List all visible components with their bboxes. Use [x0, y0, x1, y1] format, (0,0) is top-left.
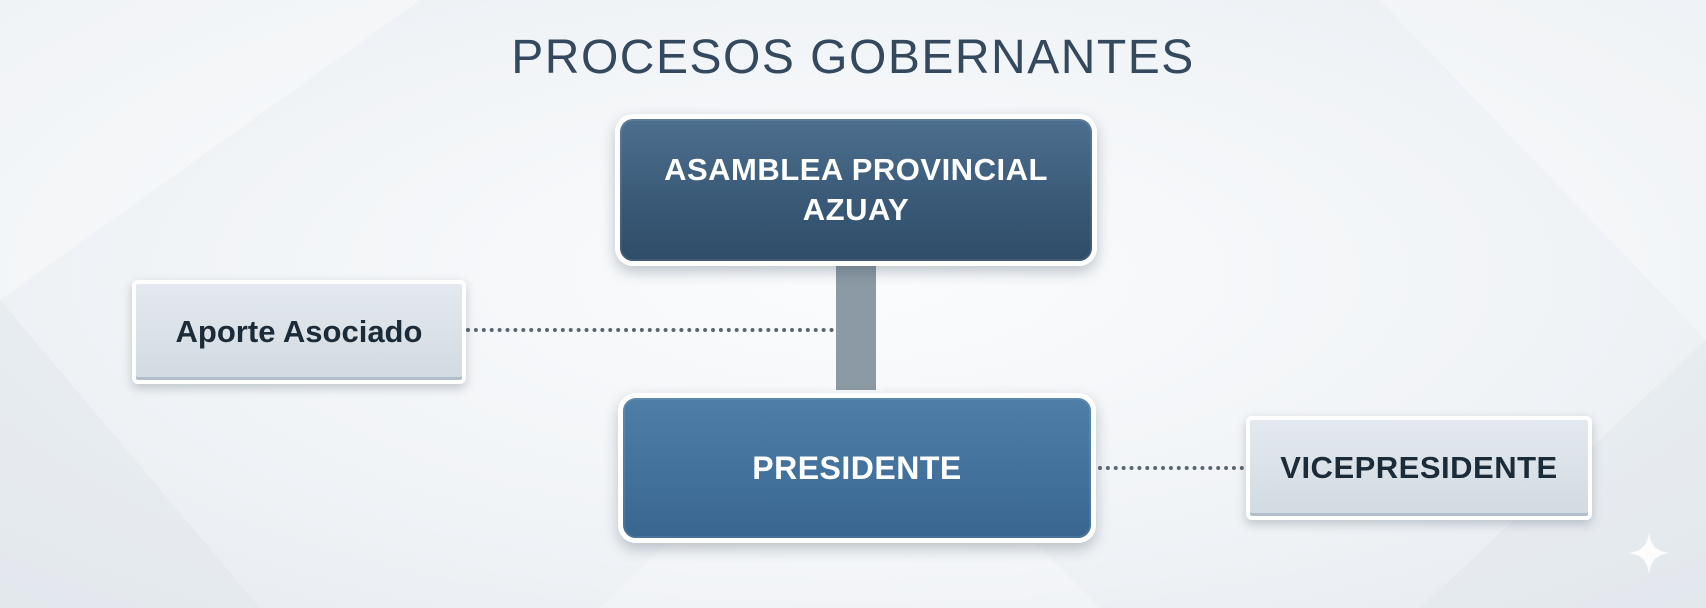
diagram-title: PROCESOS GOBERNANTES	[511, 31, 1195, 84]
node-vicepresidente: VICEPRESIDENTE	[1246, 416, 1592, 520]
node-presidente-label: PRESIDENTE	[752, 449, 962, 486]
dotted-link-aporte	[466, 328, 834, 332]
dotted-link-vicepresidente	[1098, 466, 1244, 470]
node-asamblea-label: ASAMBLEA PROVINCIAL AZUAY	[664, 152, 1048, 227]
node-vicepresidente-label: VICEPRESIDENTE	[1280, 450, 1558, 485]
connector-asamblea-presidente	[836, 262, 876, 390]
node-asamblea-provincial: ASAMBLEA PROVINCIAL AZUAY	[615, 114, 1097, 266]
node-aporte-label: Aporte Asociado	[175, 314, 423, 349]
node-presidente: PRESIDENTE	[618, 393, 1096, 543]
node-aporte-asociado: Aporte Asociado	[132, 280, 466, 384]
sparkle-icon	[1628, 532, 1670, 574]
